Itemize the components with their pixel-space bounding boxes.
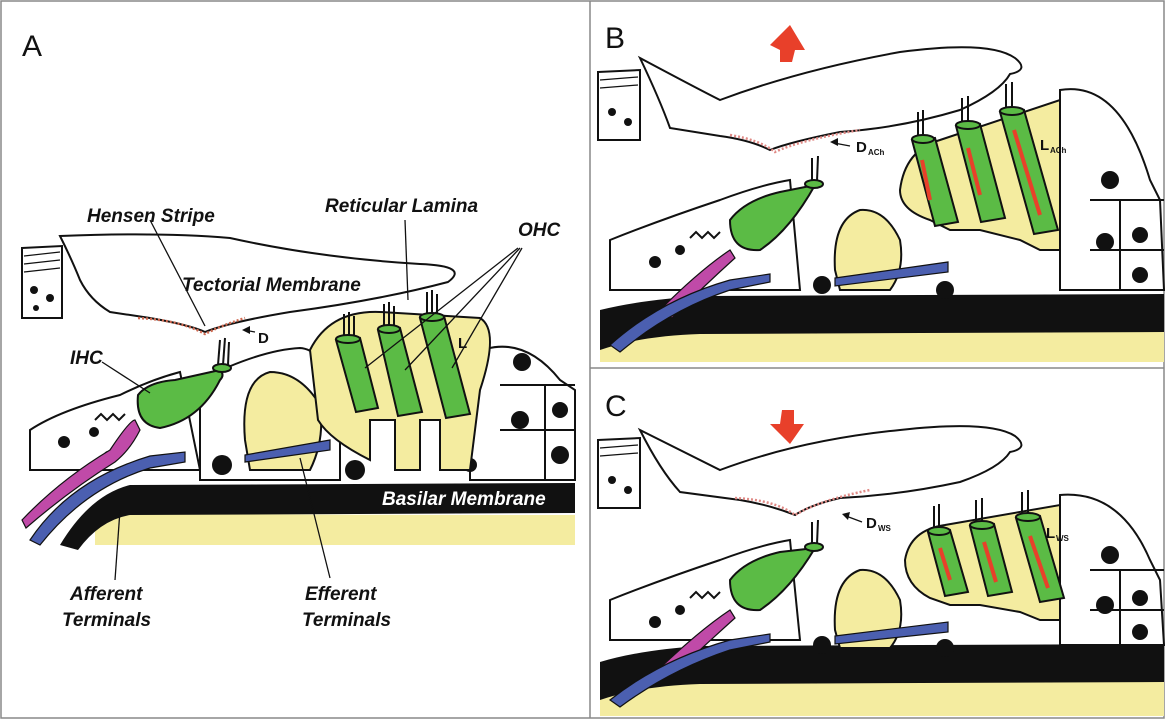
panel-c-letter: C xyxy=(605,390,627,423)
ihc-leader xyxy=(102,362,150,393)
panel-b-letter: B xyxy=(605,22,625,55)
c-yellow-base xyxy=(600,680,1164,716)
ihc-label: IHC xyxy=(70,348,103,369)
ihc-stereocilia xyxy=(218,340,220,365)
b-l-label: L xyxy=(1040,137,1049,154)
b-yellow-base xyxy=(600,330,1164,362)
c-d-label: D xyxy=(866,515,877,532)
hensen-stripe-label: Hensen Stripe xyxy=(87,206,215,227)
c-l-label: L xyxy=(1046,525,1055,542)
efferent-label-line2: Terminals xyxy=(302,610,391,631)
d-label: D xyxy=(258,330,269,347)
c-outer-hair-cells xyxy=(928,490,1064,602)
efferent-label-line1: Efferent xyxy=(305,584,377,605)
c-d-subscript: WS xyxy=(878,524,892,533)
c-tectorial-membrane xyxy=(640,426,1021,515)
downward-arrow xyxy=(770,410,804,444)
basilar-membrane-label: Basilar Membrane xyxy=(382,489,546,510)
b-hensen-cells xyxy=(1060,89,1164,290)
l-label: L xyxy=(458,335,467,352)
c-l-subscript: WS xyxy=(1056,534,1070,543)
scala-tympani-region xyxy=(95,512,575,545)
tectorial-membrane-label: Tectorial Membrane xyxy=(182,275,361,296)
panel-c: C xyxy=(598,390,1164,716)
ohc-label: OHC xyxy=(518,220,561,241)
afferent-label-line1: Afferent xyxy=(69,584,143,605)
b-limbus xyxy=(598,70,640,140)
b-d-label: D xyxy=(856,139,867,156)
outer-hair-cells-a xyxy=(336,290,470,418)
reticular-lamina-label: Reticular Lamina xyxy=(325,196,479,217)
panel-a: A xyxy=(22,30,575,631)
afferent-label-line2: Terminals xyxy=(62,610,151,631)
c-limbus xyxy=(598,438,640,508)
b-l-subscript: ACh xyxy=(1050,146,1067,155)
b-d-subscript: ACh xyxy=(868,148,885,157)
spiral-limbus xyxy=(22,246,62,318)
upward-arrow xyxy=(770,25,805,62)
panel-a-letter: A xyxy=(22,30,42,63)
panel-b: B xyxy=(598,22,1164,362)
